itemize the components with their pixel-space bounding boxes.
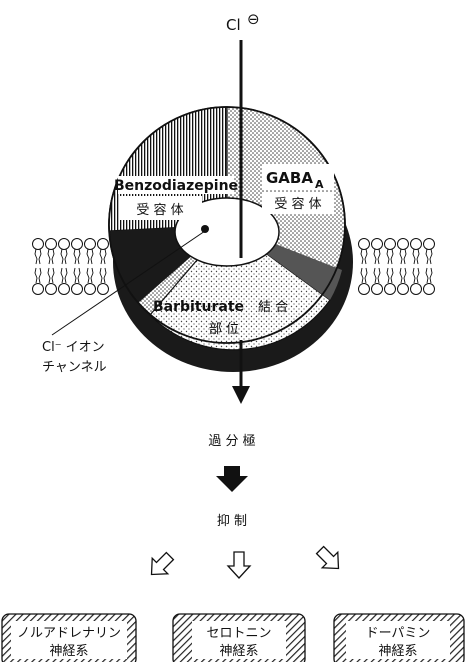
benzodiazepine-sub: 受 容 体 — [136, 202, 183, 218]
lipid-head — [84, 283, 96, 295]
lipid-head — [97, 283, 109, 295]
lipid-tail — [86, 267, 94, 284]
lipid-head — [71, 238, 83, 250]
lipid-tail — [99, 248, 107, 265]
channel-label-line1: Cl⁻ イオン — [42, 340, 105, 355]
lipid-head — [358, 283, 370, 295]
lipid-head — [397, 283, 409, 295]
lipid-tail — [386, 267, 394, 284]
lipid-head — [423, 283, 435, 295]
lipid-head — [358, 238, 370, 250]
lipid-head — [384, 238, 396, 250]
system-label-line1: セロトニン — [206, 626, 271, 641]
lipid-tail — [73, 248, 81, 265]
lipid-tail — [373, 267, 381, 284]
lipid-head — [32, 283, 44, 295]
lipid-head — [423, 238, 435, 250]
lipid-tail — [99, 267, 107, 284]
lipid-head — [45, 283, 57, 295]
lipid-tail — [60, 267, 68, 284]
lipid-head — [371, 283, 383, 295]
outline-arrows — [150, 545, 340, 579]
lipid-head — [410, 283, 422, 295]
chloride-ion-arrow: Cl ⊖ — [226, 10, 260, 404]
channel-label-line2: チャンネル — [42, 360, 107, 375]
lipid-head — [397, 238, 409, 250]
lipid-tail — [386, 248, 394, 265]
down-arrow-solid — [216, 466, 248, 492]
lipid-tail — [60, 248, 68, 265]
lipid-tail — [399, 267, 407, 284]
lipid-head — [84, 238, 96, 250]
lipid-tail — [373, 248, 381, 265]
system-label-line2: 神経系 — [219, 644, 258, 659]
system-box-serotonin: セロトニン 神経系 — [172, 613, 306, 662]
gaba-sub: 受 容 体 — [274, 196, 321, 212]
lipid-head — [97, 238, 109, 250]
system-label-line1: ノルアドレナリン — [17, 626, 121, 641]
lipid-tail — [425, 267, 433, 284]
benzodiazepine-label: Benzodiazepine 受 容 体 — [114, 176, 238, 220]
system-label-line2: 神経系 — [49, 644, 88, 659]
system-label-line2: 神経系 — [378, 644, 417, 659]
lipid-head — [58, 238, 70, 250]
barbiturate-name: Barbiturate — [153, 299, 244, 315]
ion-symbol: Cl — [226, 16, 241, 34]
channel-label: Cl⁻ イオン チャンネル — [42, 230, 206, 375]
lipid-head — [371, 238, 383, 250]
lipid-head — [384, 283, 396, 295]
barbiturate-label: Barbiturate 結 合 部 位 — [153, 299, 288, 337]
lipid-tail — [425, 248, 433, 265]
lipid-head — [58, 283, 70, 295]
lipid-tail — [47, 248, 55, 265]
lipid-head — [71, 283, 83, 295]
lipid-tail — [47, 267, 55, 284]
lipid-tail — [34, 267, 42, 284]
membrane-right — [358, 238, 435, 295]
lipid-tail — [73, 267, 81, 284]
membrane-left — [32, 238, 109, 295]
lipid-head — [32, 238, 44, 250]
lipid-tail — [412, 248, 420, 265]
lipid-tail — [34, 248, 42, 265]
ion-charge: ⊖ — [247, 10, 260, 28]
lipid-tail — [86, 248, 94, 265]
barbiturate-sub: 部 位 — [209, 322, 239, 337]
lipid-tail — [399, 248, 407, 265]
system-box-dopamine: ドーパミン 神経系 — [333, 613, 465, 662]
lipid-tail — [360, 248, 368, 265]
lipid-tail — [412, 267, 420, 284]
lipid-head — [45, 238, 57, 250]
barbiturate-suffix: 結 合 — [258, 300, 288, 315]
down-left-arrow-icon — [150, 551, 175, 576]
down-right-arrow-icon — [315, 545, 340, 570]
benzodiazepine-name: Benzodiazepine — [114, 178, 238, 194]
ion-dot — [201, 225, 209, 233]
down-arrow-icon — [226, 551, 252, 579]
lipid-tail — [360, 267, 368, 284]
lipid-head — [410, 238, 422, 250]
inhibition-label: 抑 制 — [217, 514, 247, 529]
hyperpolarization-label: 過 分 極 — [208, 433, 255, 449]
barbiturate-segment — [149, 224, 331, 351]
system-box-noradrenaline: ノルアドレナリン 神経系 — [1, 613, 137, 662]
system-label-line1: ドーパミン — [366, 626, 431, 641]
